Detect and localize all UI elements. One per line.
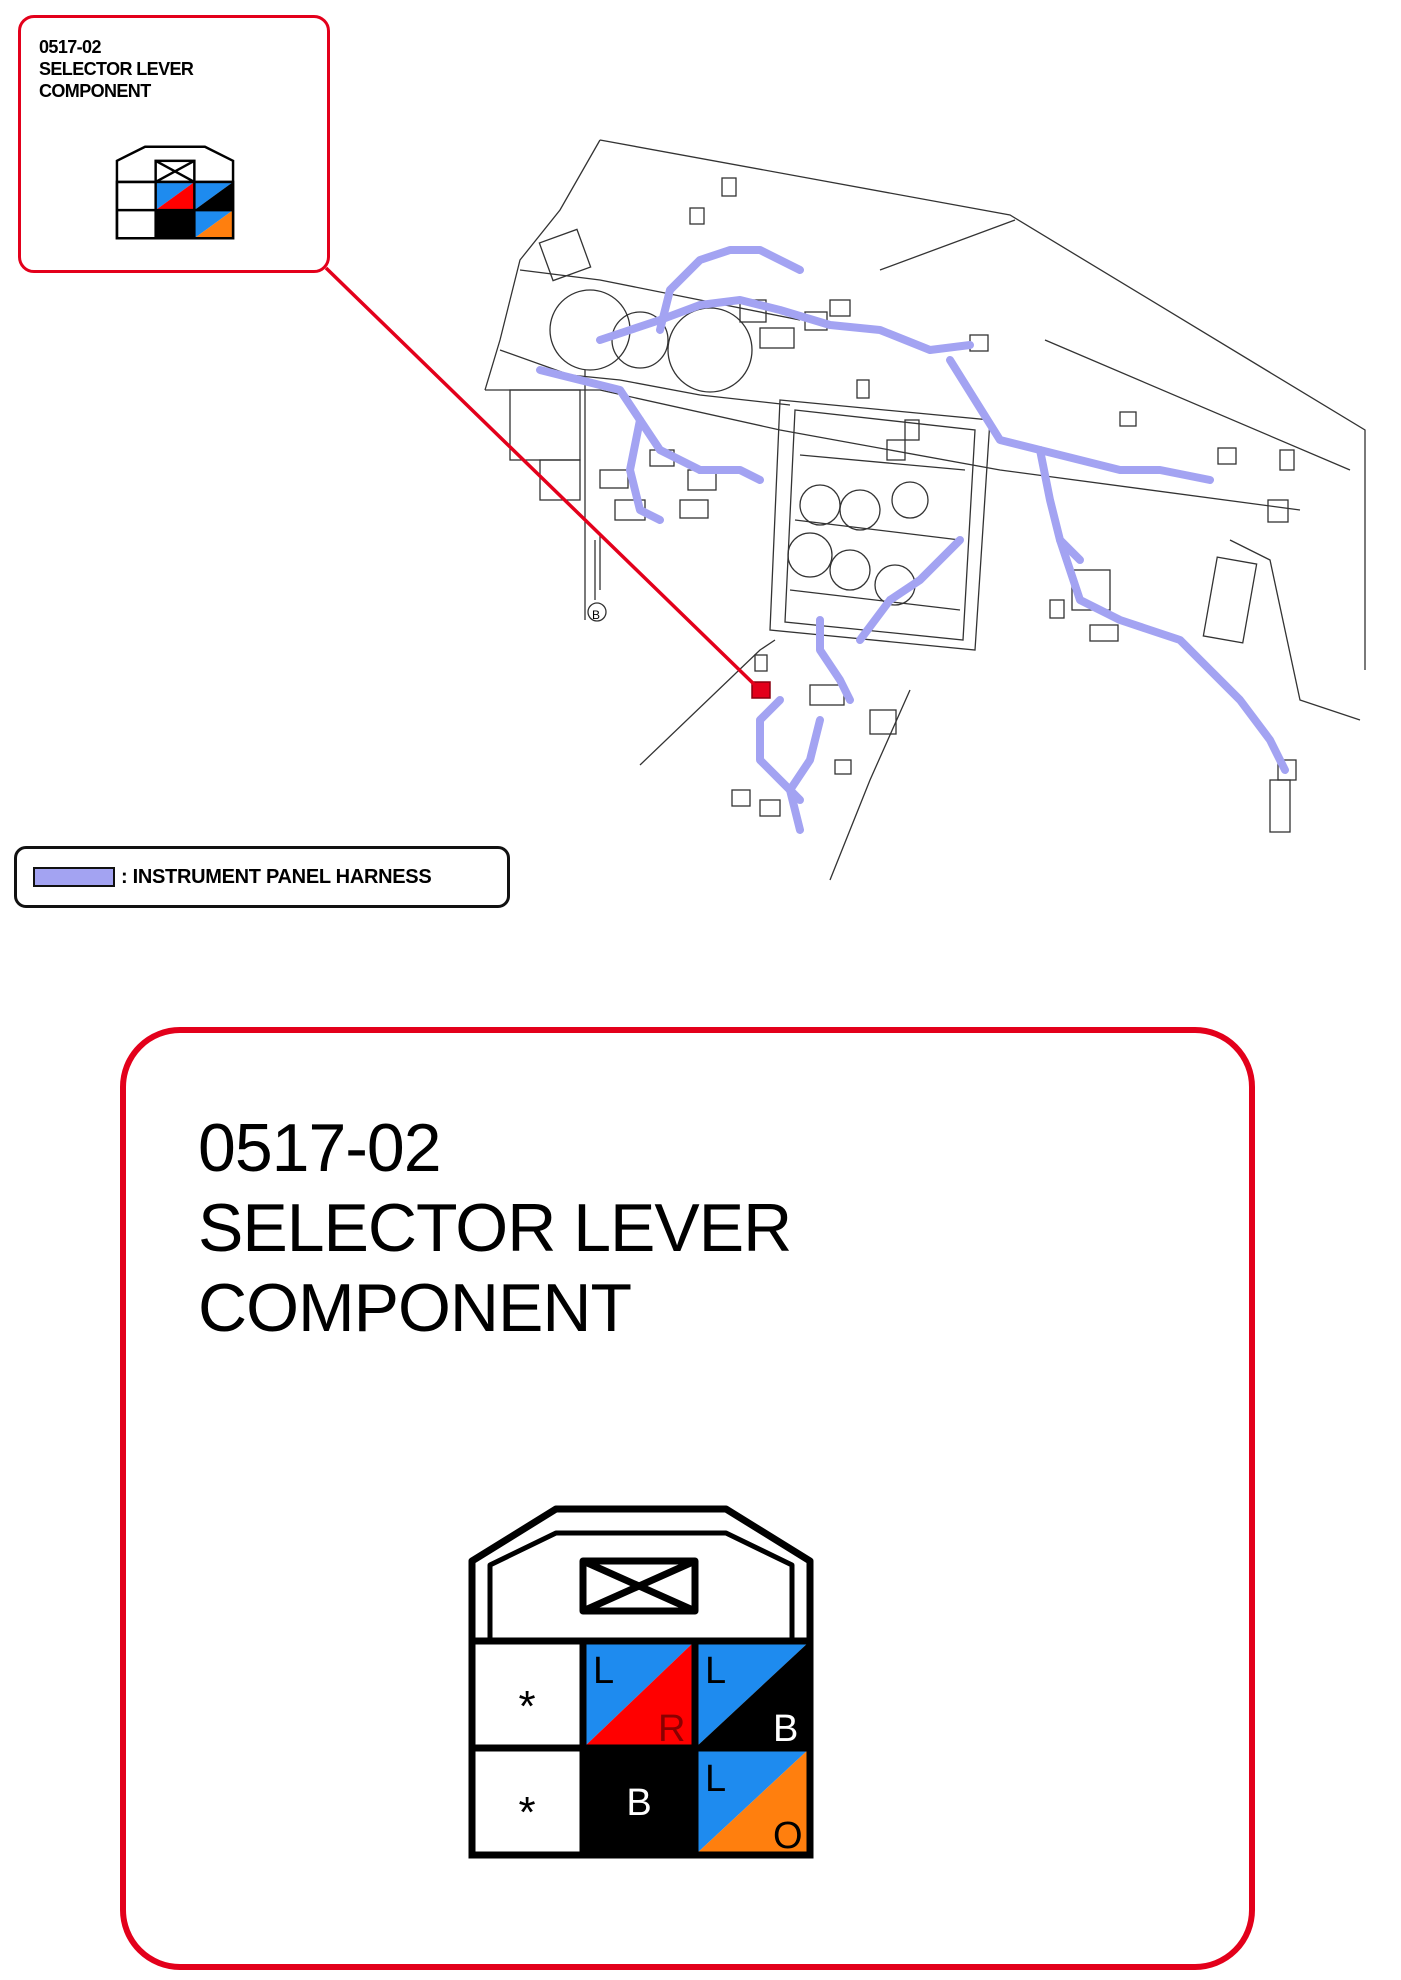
component-code: 0517-02 [198, 1110, 442, 1186]
component-name-line1: SELECTOR LEVER [198, 1190, 792, 1266]
small-component-name-line2: COMPONENT [39, 81, 151, 101]
large-callout-title: 0517-02 SELECTOR LEVER COMPONENT [198, 1108, 792, 1348]
pin-top-right-lower-label: B [773, 1708, 798, 1750]
pin-top-right-b-fill [695, 1641, 810, 1748]
harness-color-swatch [33, 867, 115, 887]
pin-bottom-right-lower-label: O [773, 1815, 803, 1857]
pin-bottom-mid-fill [583, 1748, 695, 1855]
pin-bottom-mid-label: B [626, 1782, 651, 1824]
large-callout: 0517-02 SELECTOR LEVER COMPONENT [120, 1027, 1255, 1970]
pin-top-mid-lower-label: R [658, 1708, 685, 1750]
legend-label: : INSTRUMENT PANEL HARNESS [121, 866, 432, 888]
small-component-code: 0517-02 [39, 37, 101, 57]
pin-top-mid-upper-label: L [593, 1650, 614, 1692]
pin-top-mid-r-fill [583, 1641, 695, 1748]
component-name-line2: COMPONENT [198, 1270, 632, 1346]
pin-bottom-right-o-fill [695, 1748, 810, 1855]
connector-pinout-diagram: * * L R L B B L O [468, 1505, 814, 1859]
small-connector-icon [115, 145, 235, 240]
small-component-name-line1: SELECTOR LEVER [39, 59, 194, 79]
small-callout-title: 0517-02 SELECTOR LEVER COMPONENT [39, 36, 194, 102]
marker-b-label: B [592, 608, 600, 622]
pin-top-left-symbol: * [518, 1682, 535, 1731]
pin-top-right-upper-label: L [705, 1650, 726, 1692]
legend: : INSTRUMENT PANEL HARNESS [14, 846, 510, 908]
pin-bottom-left-symbol: * [518, 1788, 535, 1837]
dashboard-harness-diagram: B [324, 139, 1366, 881]
small-callout: 0517-02 SELECTOR LEVER COMPONENT [18, 15, 330, 273]
pin-bottom-right-upper-label: L [705, 1758, 726, 1800]
